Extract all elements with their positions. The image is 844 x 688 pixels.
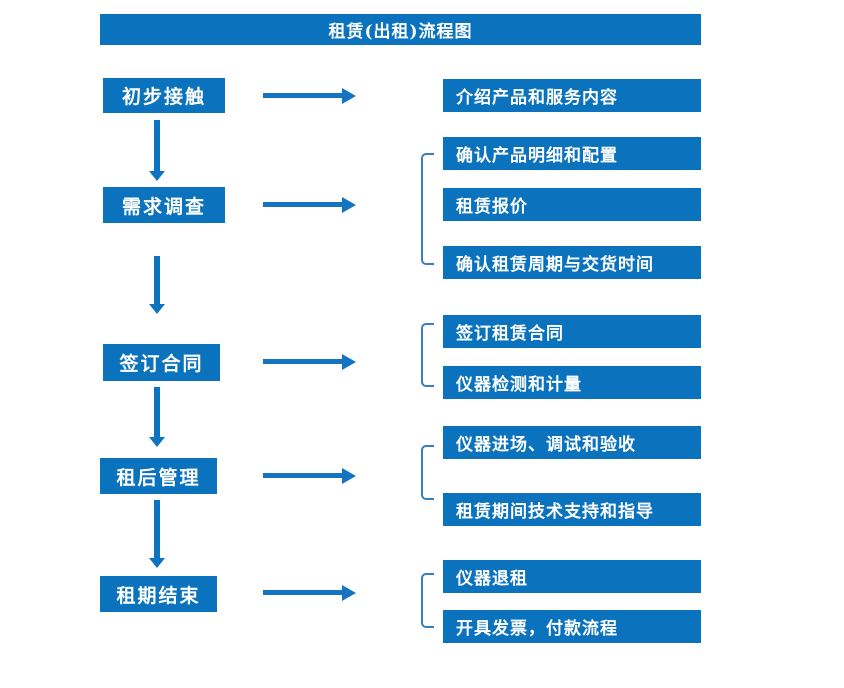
step-box-post-rental-management: 租后管理	[100, 458, 217, 494]
detail-box-invoice-payment: 开具发票，付款流程	[443, 610, 701, 643]
down-arrow-icon-1	[149, 120, 166, 181]
bracket-icon-group-3	[421, 323, 434, 387]
bracket-icon-group-5	[421, 573, 434, 628]
detail-box-instrument-entry-commissioning: 仪器进场、调试和验收	[443, 426, 701, 459]
right-arrow-icon-1	[263, 88, 356, 104]
down-arrow-icon-2	[149, 256, 166, 314]
step-box-initial-contact: 初步接触	[103, 78, 225, 113]
down-arrow-icon-4	[149, 500, 166, 568]
step-box-sign-contract: 签订合同	[103, 344, 220, 381]
right-arrow-icon-2	[263, 197, 356, 213]
step-box-rental-period-end: 租期结束	[100, 576, 217, 612]
step-box-demand-survey: 需求调查	[103, 187, 225, 223]
right-arrow-icon-4	[263, 468, 356, 484]
detail-box-instrument-return: 仪器退租	[443, 560, 701, 593]
flowchart-title: 租赁(出租)流程图	[100, 14, 701, 45]
detail-box-sign-rental-contract: 签订租赁合同	[443, 315, 701, 348]
detail-box-rental-tech-support: 租赁期间技术支持和指导	[443, 493, 701, 526]
detail-box-rental-quotation: 租赁报价	[443, 188, 701, 221]
right-arrow-icon-3	[263, 354, 356, 370]
right-arrow-icon-5	[263, 585, 356, 601]
down-arrow-icon-3	[149, 387, 166, 447]
detail-box-confirm-product-details: 确认产品明细和配置	[443, 137, 701, 170]
detail-box-instrument-testing-metering: 仪器检测和计量	[443, 366, 701, 399]
detail-box-confirm-rental-period-delivery: 确认租赁周期与交货时间	[443, 246, 701, 279]
bracket-icon-group-4	[421, 445, 434, 500]
detail-box-introduce-products-services: 介绍产品和服务内容	[443, 79, 701, 112]
bracket-icon-group-2	[421, 153, 434, 265]
